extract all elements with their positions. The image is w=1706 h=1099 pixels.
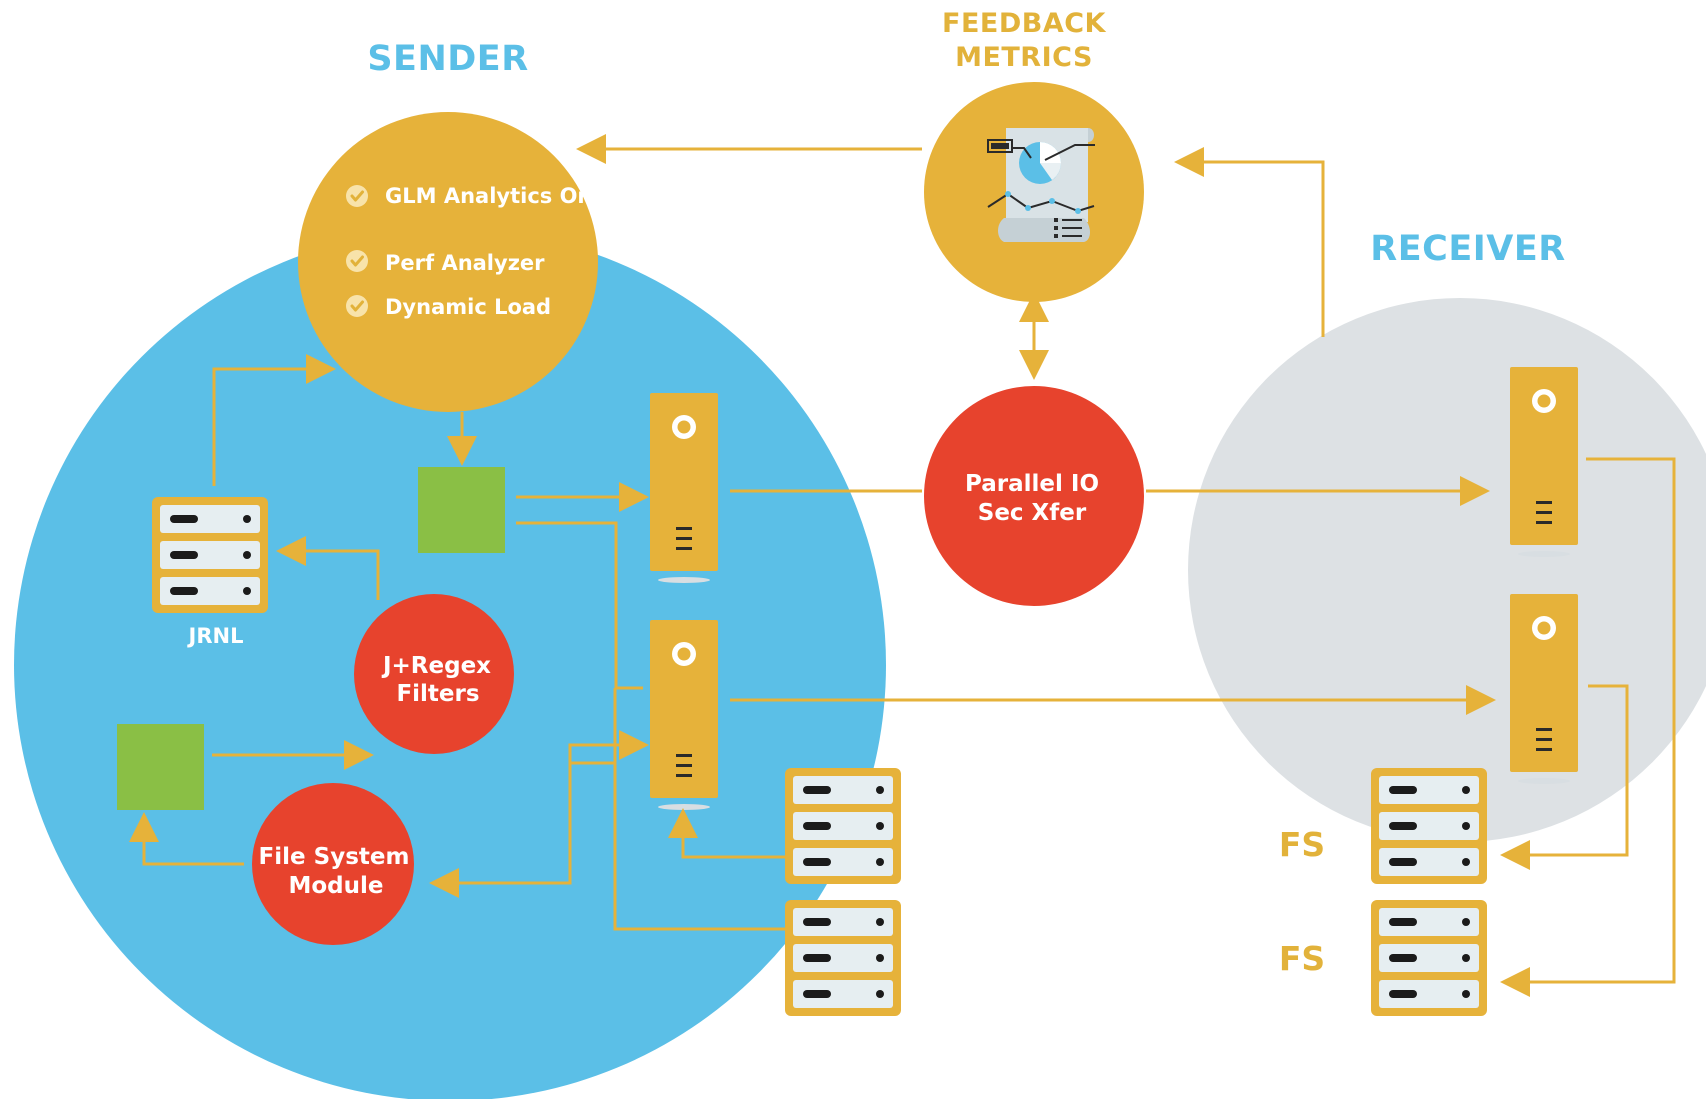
sender-storage-1-icon bbox=[785, 768, 901, 884]
filters-label-line2: Filters bbox=[396, 681, 479, 707]
jrnl-label: JRNL bbox=[187, 624, 244, 648]
sender-title: SENDER bbox=[367, 39, 528, 79]
module-to-data-arrow bbox=[129, 812, 244, 866]
sender-storage-2-icon bbox=[785, 900, 901, 1016]
check-icon bbox=[344, 293, 370, 319]
orchestrator-item-3: Dynamic Load bbox=[385, 295, 551, 319]
svg-text:Dynamic Load: Dynamic Load bbox=[385, 295, 551, 319]
module-to-sender-server-arrow bbox=[568, 730, 649, 763]
sender-server-2-icon bbox=[650, 620, 718, 810]
feedback-title-line1: FEEDBACK bbox=[942, 8, 1107, 39]
data-block-2 bbox=[117, 724, 204, 810]
file-system-module-node: File System Module bbox=[252, 783, 414, 945]
feedback-title-line2: METRICS bbox=[955, 42, 1093, 73]
data-block-1 bbox=[418, 467, 505, 553]
receiver-server-1-icon bbox=[1510, 367, 1578, 557]
check-icon bbox=[344, 248, 370, 274]
orchestrator-node: GLM Analytics Orchestrator Perf Analyzer… bbox=[298, 112, 712, 412]
parallel-io-node: Parallel IO Sec Xfer bbox=[924, 386, 1144, 606]
sender-server-1-icon bbox=[650, 393, 718, 583]
fs-label-1: FS bbox=[1279, 825, 1325, 864]
receiver-title: RECEIVER bbox=[1370, 229, 1565, 269]
regex-filters-node: J+Regex Filters bbox=[354, 594, 514, 754]
svg-text:GLM Analytics Orchestrator: GLM Analytics Orchestrator bbox=[385, 184, 712, 208]
journal-to-orchestrator-arrow bbox=[212, 354, 336, 486]
receiver-fs-1-icon bbox=[1371, 768, 1487, 884]
filters-label-line1: J+Regex bbox=[381, 653, 491, 679]
receiver-server-to-fs2-arrow bbox=[1500, 457, 1676, 997]
fs-module-label-line1: File System bbox=[259, 844, 410, 870]
receiver-to-feedback-arrow bbox=[1174, 147, 1325, 337]
fs-label-2: FS bbox=[1279, 939, 1325, 978]
journal-server-icon bbox=[152, 497, 268, 613]
check-icon bbox=[344, 183, 370, 209]
report-chart-icon bbox=[987, 128, 1095, 242]
storage-to-sender-server-arrow bbox=[668, 808, 785, 859]
storage-2-to-sender-link bbox=[613, 688, 785, 931]
receiver-server-2-icon bbox=[1510, 594, 1578, 784]
orchestrator-item-1: GLM Analytics Orchestrator bbox=[385, 184, 712, 208]
data-to-sender-server-2-link bbox=[516, 521, 643, 690]
sender-server-to-module-arrow bbox=[429, 761, 614, 898]
receiver-server-to-fs1-arrow bbox=[1500, 684, 1629, 870]
feedback-metrics-node bbox=[924, 82, 1144, 302]
receiver-fs-2-icon bbox=[1371, 900, 1487, 1016]
fs-module-label-line2: Module bbox=[288, 873, 383, 899]
filters-to-journal-arrow bbox=[276, 536, 380, 600]
svg-text:Perf Analyzer: Perf Analyzer bbox=[385, 251, 545, 275]
orchestrator-item-2: Perf Analyzer bbox=[385, 251, 545, 275]
parallel-io-label-line2: Sec Xfer bbox=[978, 500, 1087, 526]
parallel-io-label-line1: Parallel IO bbox=[965, 471, 1099, 497]
